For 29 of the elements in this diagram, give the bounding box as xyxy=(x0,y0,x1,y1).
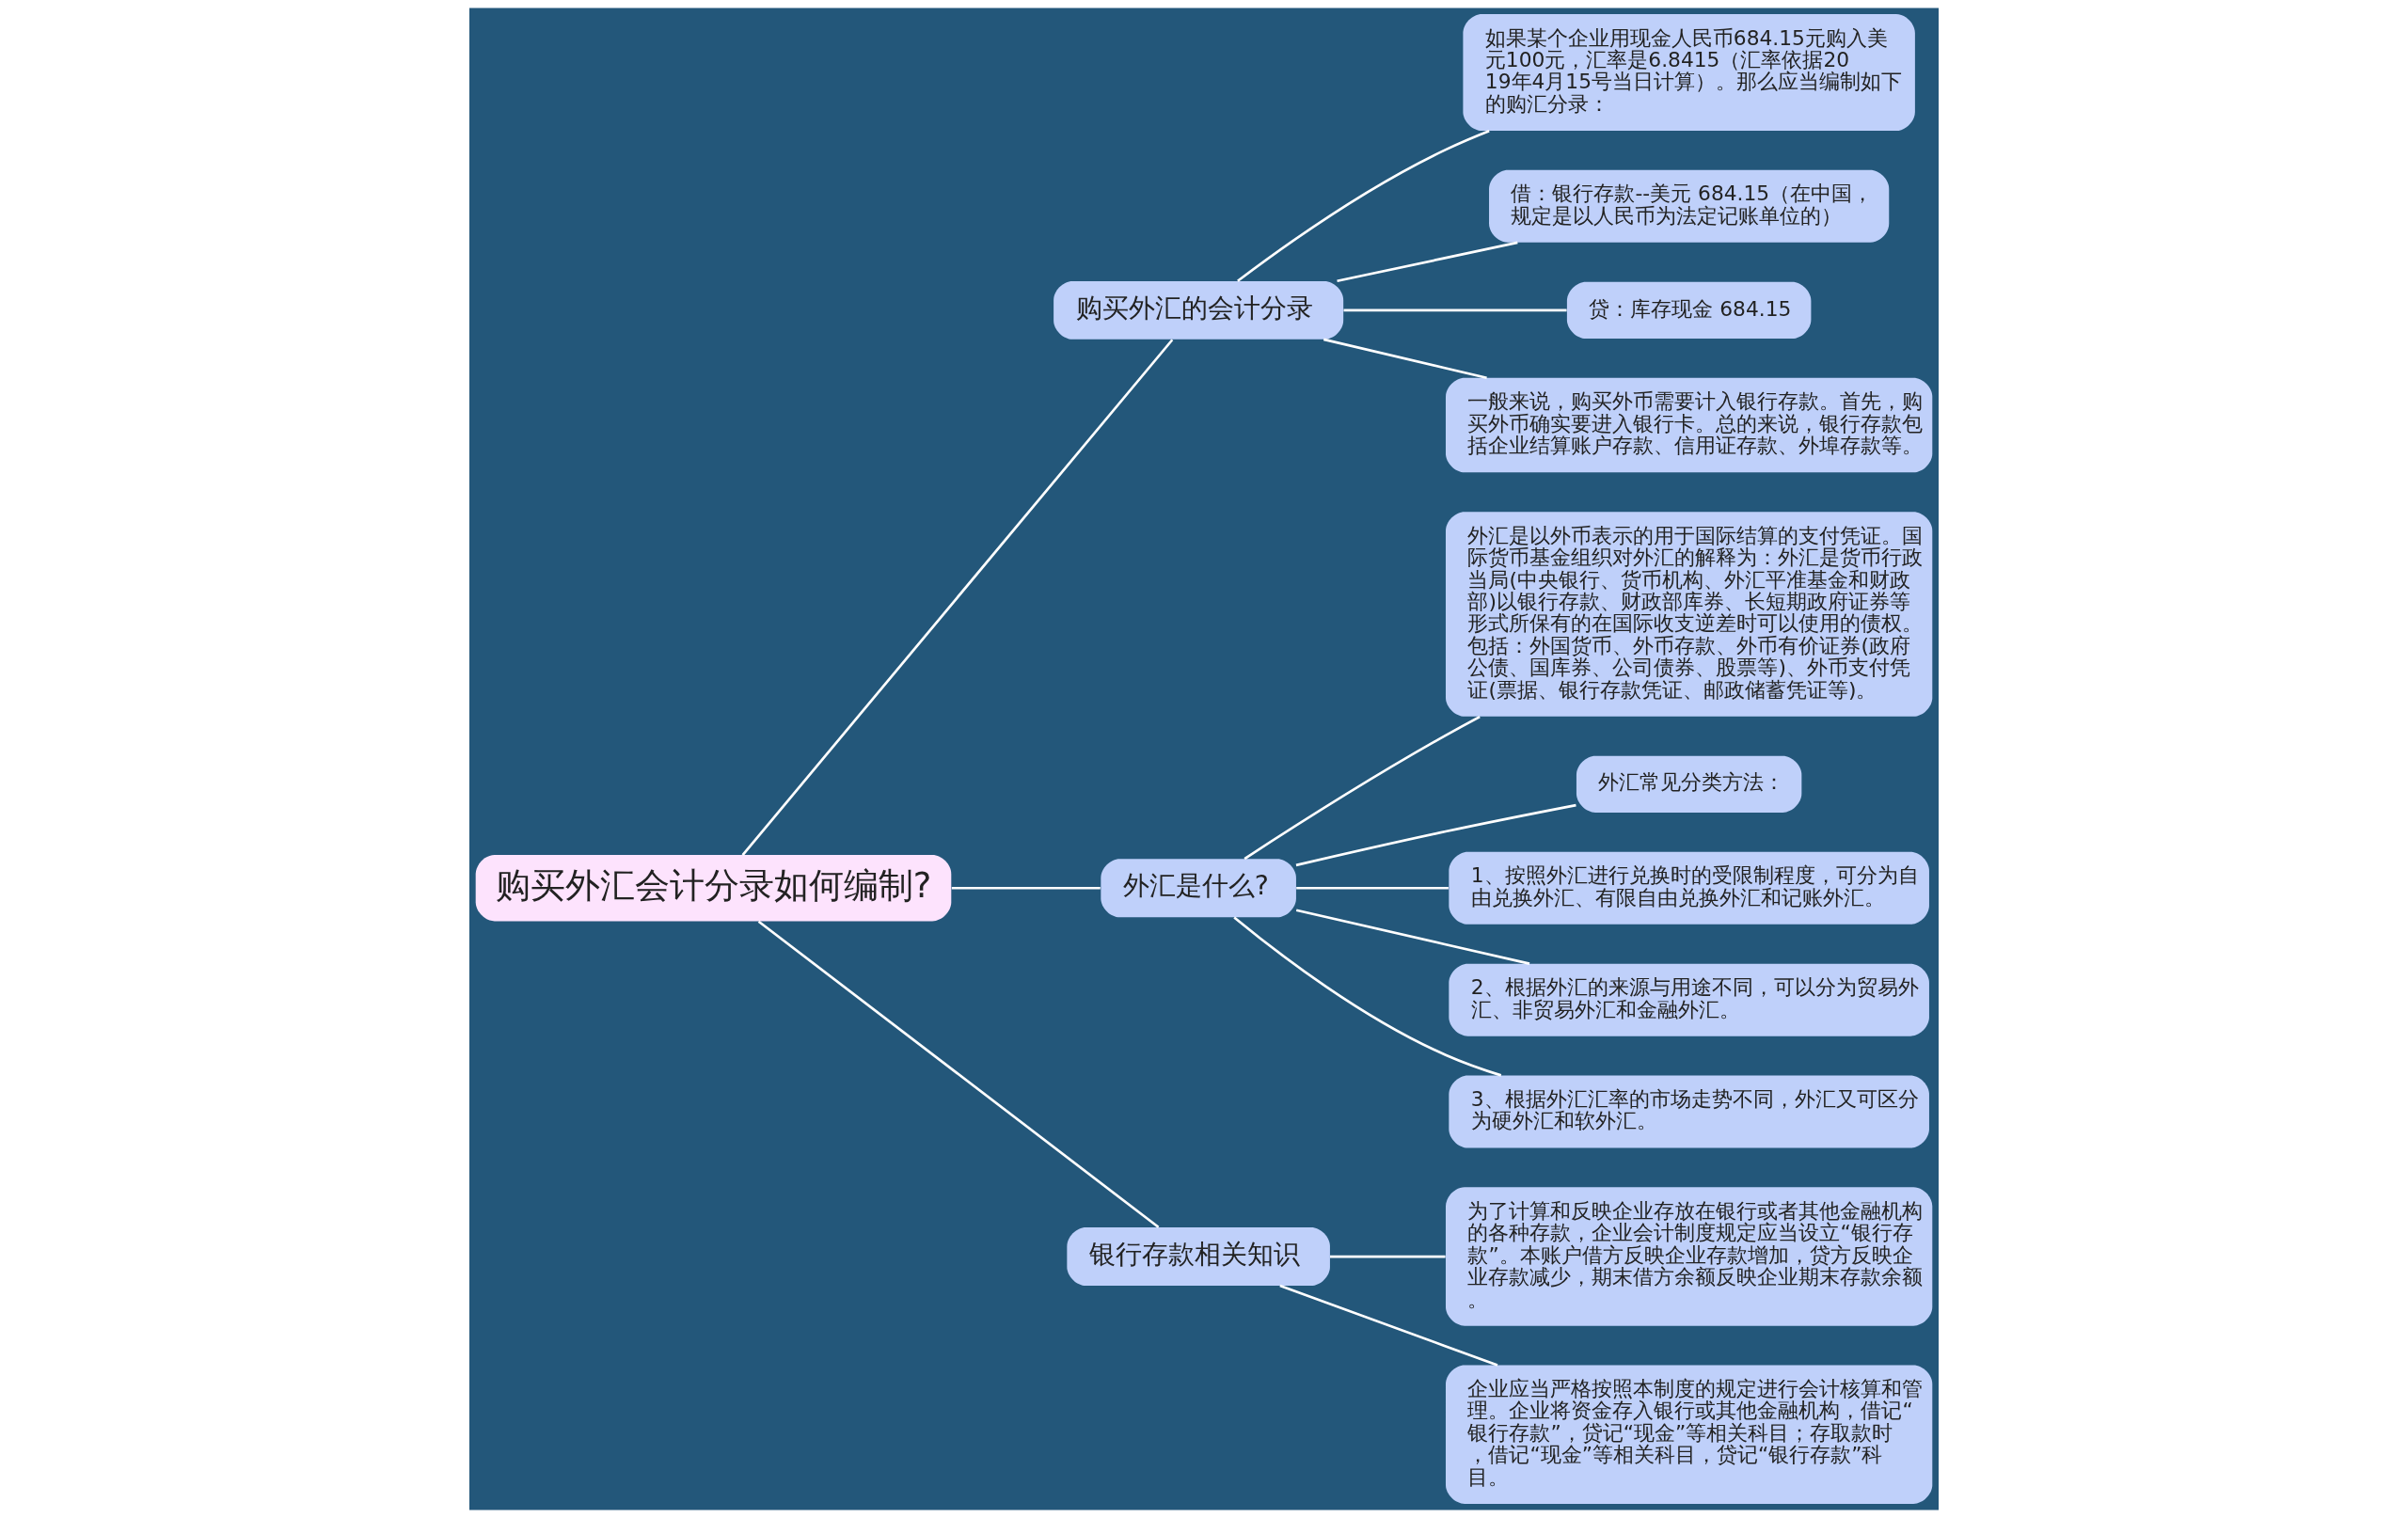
connector xyxy=(1296,886,1449,890)
connector xyxy=(1337,241,1518,283)
node-box: 外汇是什么? xyxy=(1101,859,1296,918)
connector xyxy=(1295,909,1530,965)
connector xyxy=(757,920,1160,1228)
node-box: 贷：库存现金 684.15 xyxy=(1566,281,1812,339)
node-box: 2、根据外汇的来源与用途不同，可以分为贸易外汇、非贸易外汇和金融外汇。 xyxy=(1449,963,1929,1036)
connector xyxy=(951,886,1101,890)
node-box: 银行存款相关知识 xyxy=(1067,1227,1330,1286)
node-box: 一般来说，购买外币需要计入银行存款。首先，购买外币确实要进入银行卡。总的来说，银行存款包括企业结算账户存款、信用证存款、外埠存款等。 xyxy=(1446,377,1933,473)
connector xyxy=(741,339,1174,856)
node-box: 外汇是以外币表示的用于国际结算的支付凭证。国际货币基金组织对外汇的解释为：外汇是货币行政当局(中央银行、货币机构、外汇平准基金和财政部)以银行存款、财政部库券、长短期政府证券等形式所保有的在国际收支逆差时可以使用的债权。包括：外国货币、外币存款、外币有价证券(政府公债、国库券、公司债券、股票等)、外币支付凭证(票据、银行存款凭证、邮政储蓄凭证等)。 xyxy=(1446,512,1933,717)
node-box: 购买外汇会计分录如何编制? xyxy=(475,855,952,922)
connector xyxy=(1237,129,1490,282)
connector xyxy=(1279,1284,1498,1367)
node-box: 为了计算和反映企业存放在银行或者其他金融机构的各种存款，企业会计制度规定应当设立“银行存款”。本账户借方反映企业存款增加，贷方反映企业存款减少，期末借方余额反映企业期末存款余额。 xyxy=(1446,1187,1933,1326)
connector xyxy=(1244,715,1481,861)
connector xyxy=(1330,1255,1446,1258)
node-box: 如果某个企业用现金人民币684.15元购入美元100元，汇率是6.8415（汇率依据2019年4月15号当日计算）。那么应当编制如下的购汇分录： xyxy=(1463,14,1915,131)
node-box: 购买外汇的会计分录 xyxy=(1054,280,1344,340)
node-box: 企业应当严格按照本制度的规定进行会计核算和管理。企业将资金存入银行或其他金融机构，借记“银行存款”，贷记“现金”等相关科目；存取款时，借记“现金”等相关科目，贷记“银行存款”科目。 xyxy=(1446,1365,1933,1504)
connector xyxy=(1323,338,1487,380)
node-box: 借：银行存款--美元 684.15（在中国，规定是以人民币为法定记账单位的） xyxy=(1489,169,1890,243)
node-box: 3、根据外汇汇率的市场走势不同，外汇又可区分为硬外汇和软外汇。 xyxy=(1449,1075,1929,1148)
node-box: 1、按照外汇进行兑换时的受限制程度，可分为自由兑换外汇、有限自由兑换外汇和记账外汇。 xyxy=(1449,851,1929,925)
connector xyxy=(1343,308,1567,312)
connector xyxy=(1295,803,1576,867)
node-box: 外汇常见分类方法： xyxy=(1576,755,1802,813)
connector xyxy=(1233,916,1502,1077)
